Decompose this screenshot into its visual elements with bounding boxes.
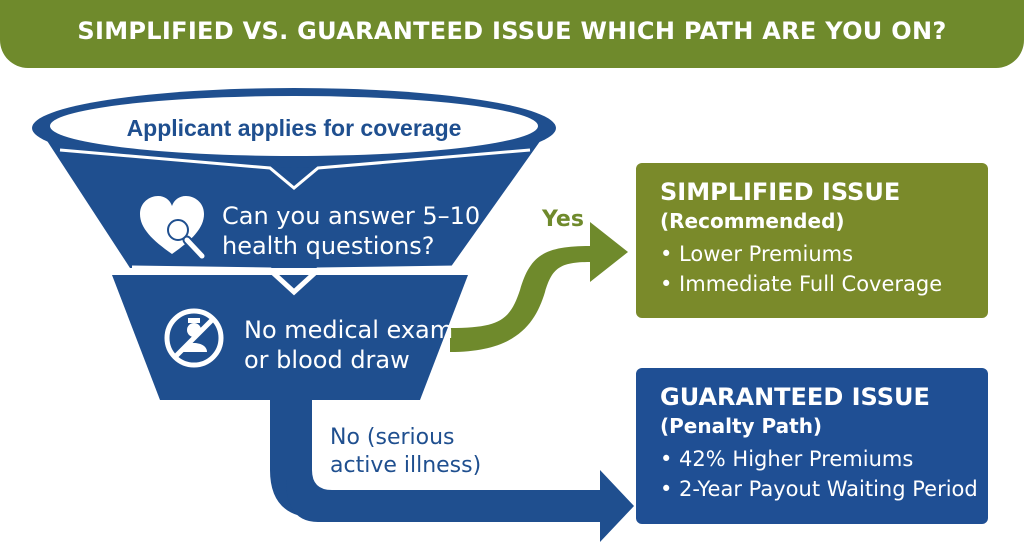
guaranteed-points: • 42% Higher Premiums • 2-Year Payout Wa… bbox=[650, 444, 978, 504]
step1-line2: health questions? bbox=[222, 232, 435, 260]
funnel-lower bbox=[112, 275, 468, 400]
guaranteed-title: GUARANTEED ISSUE bbox=[660, 383, 930, 411]
yes-branch-arrow bbox=[450, 222, 628, 352]
heart-magnifier-icon bbox=[140, 196, 207, 261]
simplified-title: SIMPLIFIED ISSUE bbox=[660, 178, 901, 206]
no-medical-exam-icon bbox=[164, 308, 224, 368]
funnel-rim-inner bbox=[50, 96, 538, 156]
no-label-line2: active illness) bbox=[330, 453, 481, 478]
step2-line1: No medical exam bbox=[244, 316, 453, 344]
header-banner: SIMPLIFIED VS. GUARANTEED ISSUE WHICH PA… bbox=[0, 0, 1024, 68]
guaranteed-issue-box: GUARANTEED ISSUE (Penalty Path) • 42% Hi… bbox=[636, 368, 988, 524]
list-item: • 2-Year Payout Waiting Period bbox=[660, 477, 978, 501]
simplified-subtitle: (Recommended) bbox=[660, 209, 845, 233]
no-branch-stem bbox=[286, 398, 634, 542]
list-item: • Lower Premiums bbox=[660, 242, 854, 266]
yes-label: Yes bbox=[541, 207, 584, 232]
step2-line2: or blood draw bbox=[244, 346, 410, 374]
guaranteed-subtitle: (Penalty Path) bbox=[660, 414, 823, 438]
list-item: • 42% Higher Premiums bbox=[660, 447, 914, 471]
chevron-separator-1 bbox=[59, 148, 531, 190]
list-item: • Immediate Full Coverage bbox=[660, 272, 943, 296]
simplified-points: • Lower Premiums • Immediate Full Covera… bbox=[650, 239, 974, 299]
funnel-top-label: Applicant applies for coverage bbox=[127, 115, 462, 141]
chevron-separator-2 bbox=[131, 265, 457, 296]
no-label-line1: No (serious bbox=[330, 425, 455, 450]
simplified-issue-box: SIMPLIFIED ISSUE (Recommended) • Lower P… bbox=[636, 163, 988, 318]
step1-line1: Can you answer 5–10 bbox=[222, 202, 480, 230]
page-title: SIMPLIFIED VS. GUARANTEED ISSUE WHICH PA… bbox=[77, 17, 947, 45]
